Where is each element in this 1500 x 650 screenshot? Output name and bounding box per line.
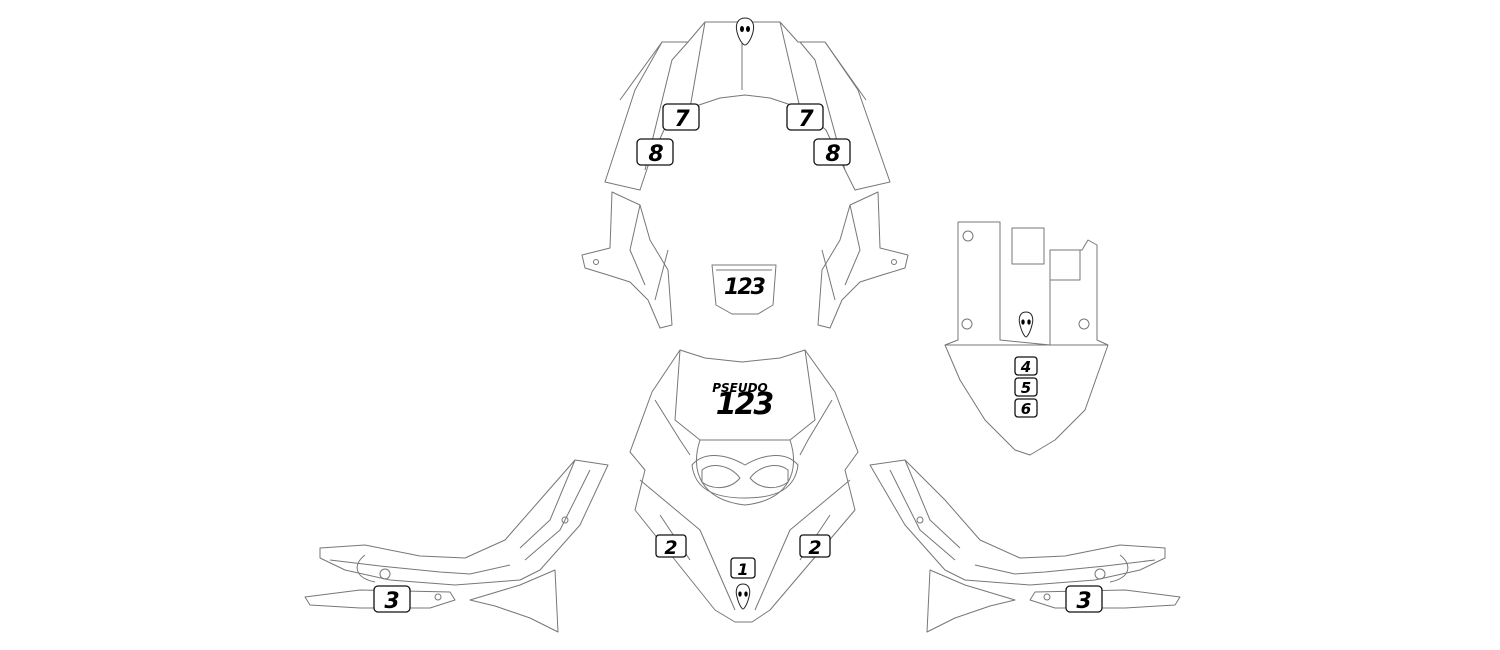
tag-upper-left-8-text: 8 bbox=[648, 142, 663, 167]
small-plate-number-text: 123 bbox=[724, 275, 766, 300]
alien-head-logo-rear bbox=[1018, 311, 1034, 338]
tag-side-right-3: 3 bbox=[1065, 585, 1103, 614]
tag-rear-6: 6 bbox=[1014, 398, 1038, 418]
upper-shroud-piece bbox=[581, 21, 909, 329]
rear-fender-piece bbox=[944, 221, 1109, 456]
tag-upper-right-8: 8 bbox=[813, 138, 851, 167]
tag-side-right-3-text: 3 bbox=[1076, 589, 1091, 614]
alien-head-logo-top bbox=[735, 17, 755, 46]
small-number-plate: 123 bbox=[711, 264, 777, 315]
tag-rear-4-text: 4 bbox=[1020, 358, 1031, 376]
tag-front-right-2: 2 bbox=[799, 534, 831, 559]
tag-rear-5: 5 bbox=[1014, 377, 1038, 397]
front-fairing-piece bbox=[629, 349, 859, 623]
tag-front-left-2-text: 2 bbox=[664, 537, 677, 559]
tag-front-left-2: 2 bbox=[655, 534, 687, 559]
front-number-block: PSEUDO 123 bbox=[712, 381, 775, 422]
tag-side-left-3-text: 3 bbox=[384, 589, 399, 614]
tag-front-center-1: 1 bbox=[730, 557, 756, 579]
tag-upper-left-7-text: 7 bbox=[674, 107, 690, 132]
right-side-panel bbox=[869, 459, 1181, 633]
tag-upper-right-7-text: 7 bbox=[798, 107, 814, 132]
tag-upper-right-8-text: 8 bbox=[825, 142, 840, 167]
tag-upper-right-7: 7 bbox=[786, 103, 824, 132]
tag-side-left-3: 3 bbox=[373, 585, 411, 614]
left-side-panel bbox=[304, 459, 609, 633]
tag-upper-left-8: 8 bbox=[636, 138, 674, 167]
alien-head-logo-front bbox=[735, 583, 751, 610]
tag-rear-5-text: 5 bbox=[1021, 379, 1031, 397]
tag-front-center-1-text: 1 bbox=[737, 560, 748, 579]
front-pseudo-text: PSEUDO bbox=[712, 381, 768, 395]
tag-rear-6-text: 6 bbox=[1021, 400, 1031, 418]
front-number-text: 123 bbox=[716, 387, 774, 422]
tag-rear-4: 4 bbox=[1014, 356, 1038, 376]
tag-upper-left-7: 7 bbox=[662, 103, 700, 132]
tag-front-right-2-text: 2 bbox=[808, 537, 821, 559]
